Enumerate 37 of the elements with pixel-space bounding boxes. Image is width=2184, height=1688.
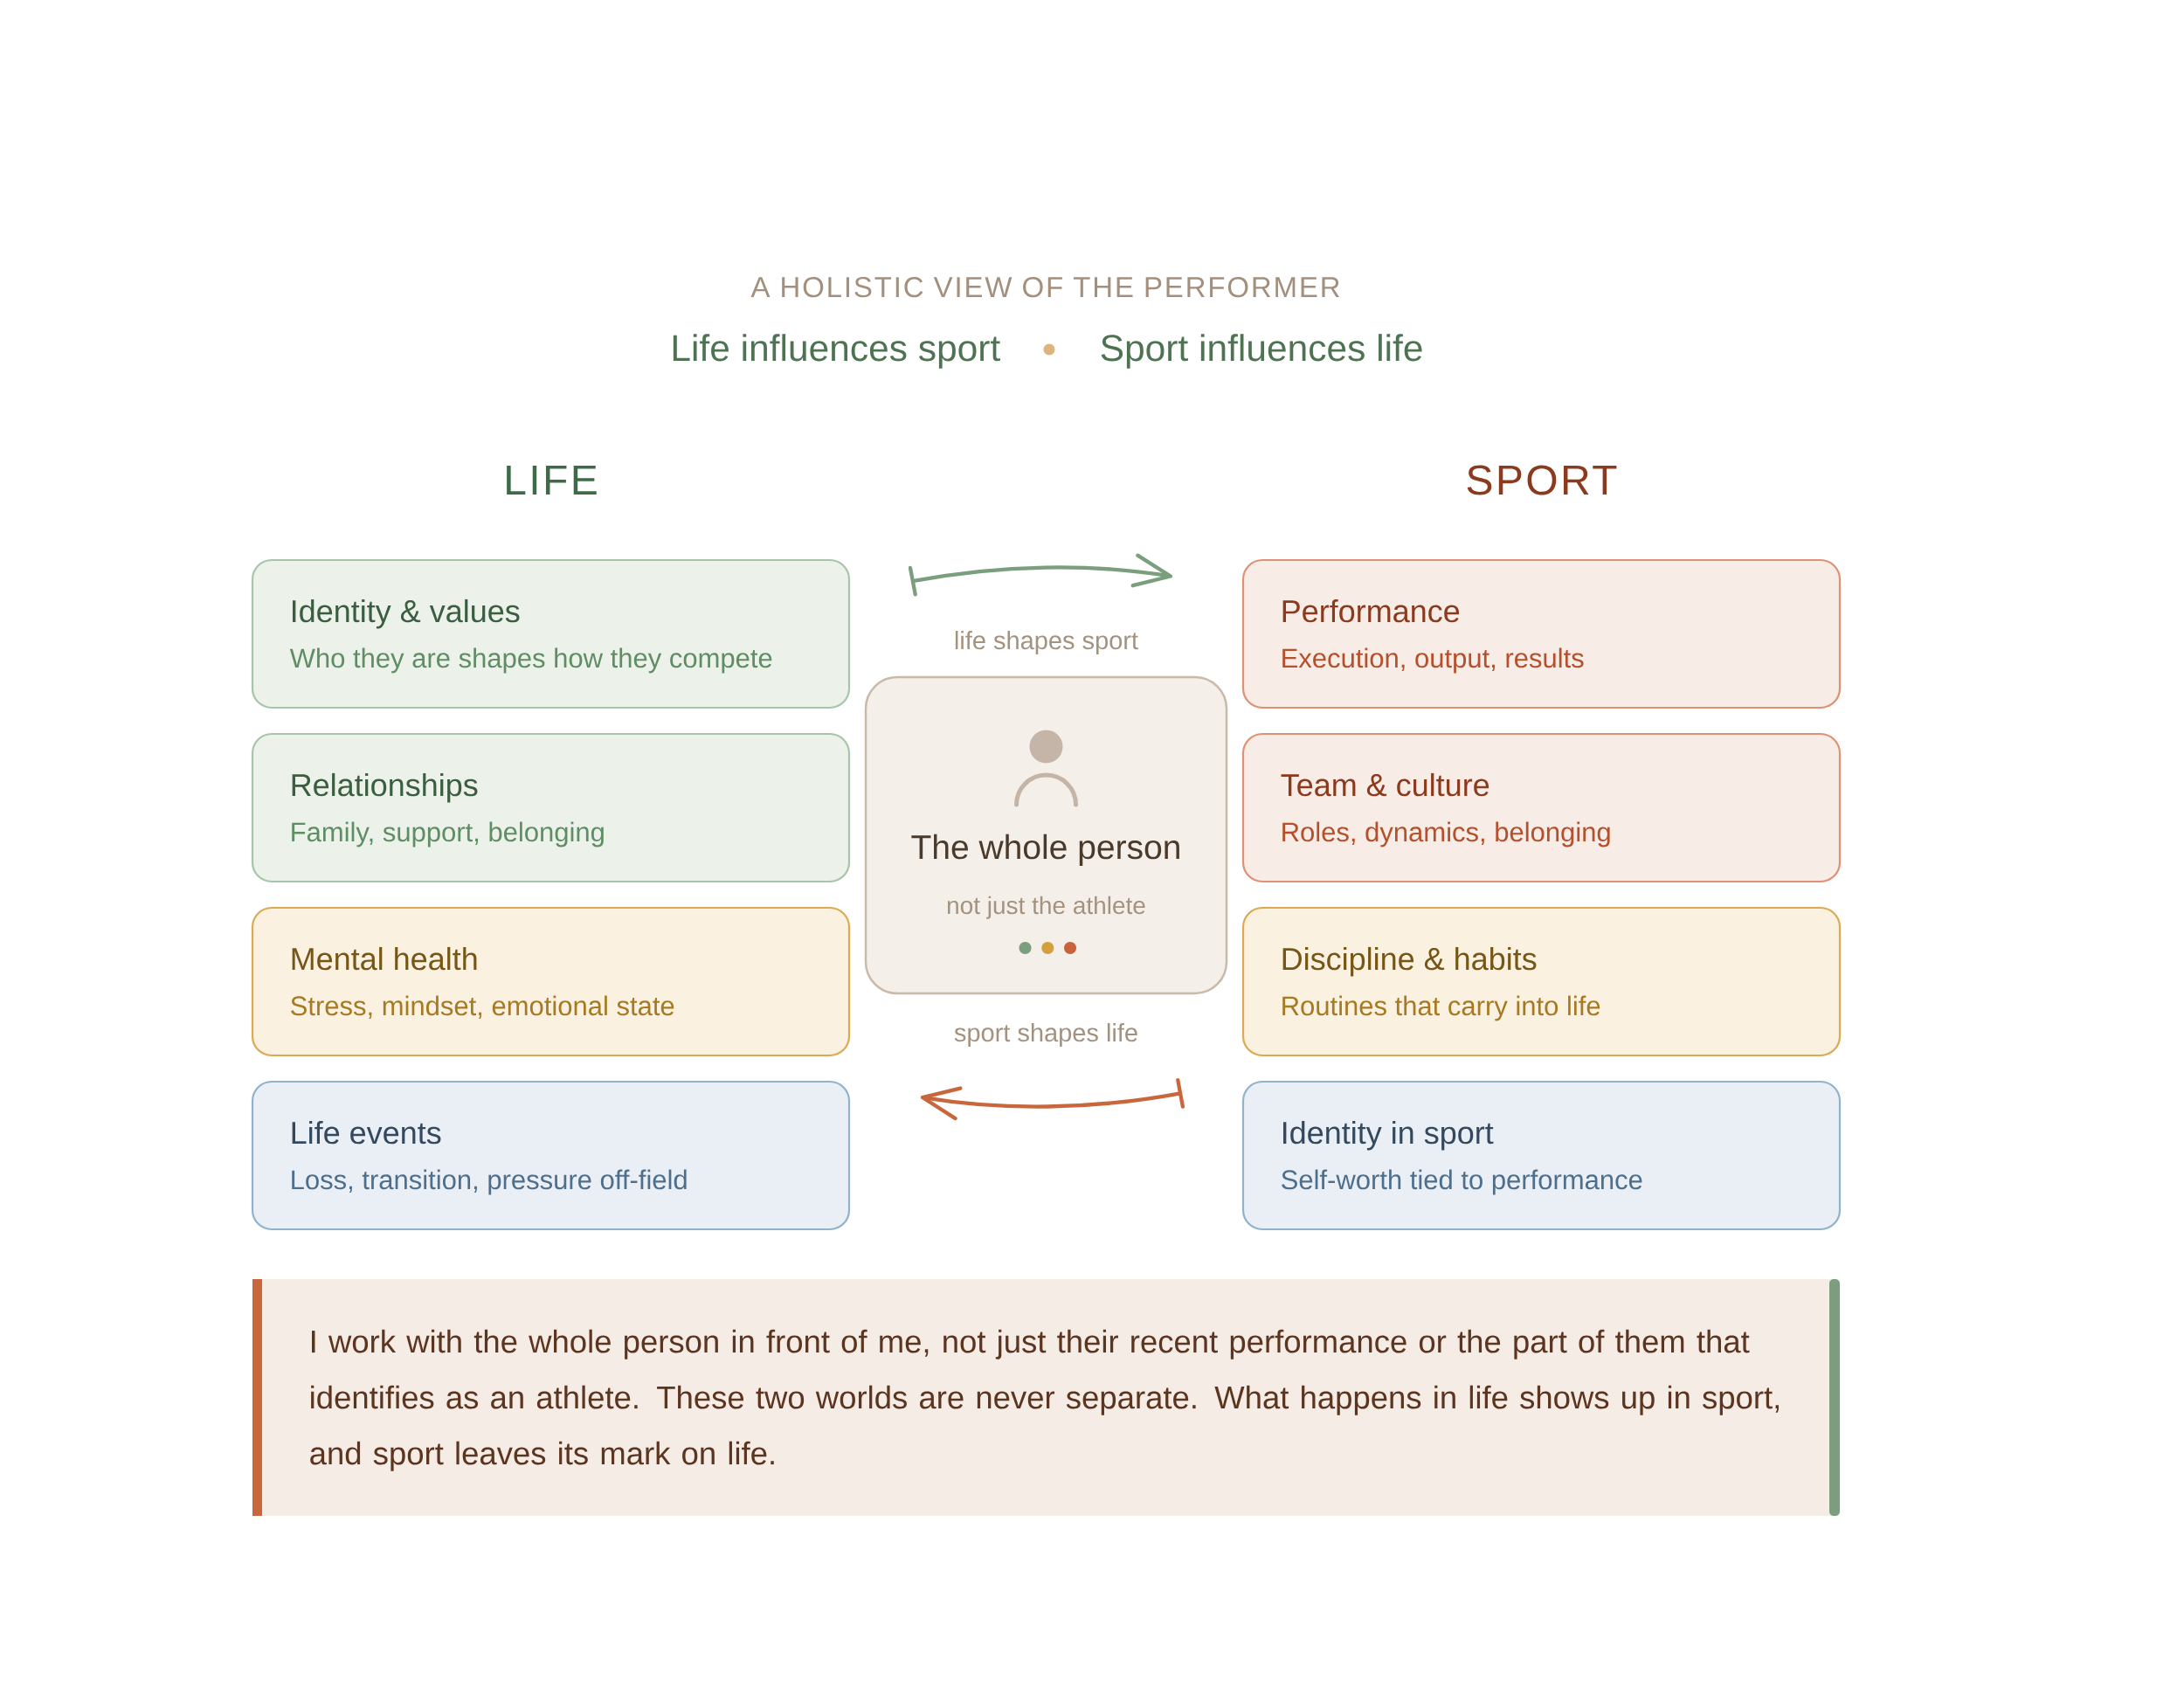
column-heading: LIFE	[507, 465, 597, 495]
card-description: Self-worth tied to performance	[1282, 1169, 1642, 1195]
card-description: Roles, dynamics, belonging	[1282, 821, 1610, 847]
column-heading: SPORT	[1467, 465, 1617, 495]
card	[251, 1080, 851, 1231]
card-description: Family, support, belonging	[292, 821, 604, 847]
card	[1241, 906, 1842, 1057]
title: A HOLISTIC VIEW OF THE PERFORMER	[750, 276, 1339, 298]
card	[1241, 1080, 1842, 1231]
card-title: Relationships	[292, 772, 478, 803]
card-title: Performance	[1282, 598, 1460, 623]
card-title: Identity & values	[293, 598, 520, 629]
card	[251, 906, 851, 1057]
card-description: Execution, output, results	[1282, 647, 1584, 674]
card-title: Team & culture	[1281, 772, 1489, 797]
card-title: Mental health	[292, 946, 477, 971]
card	[251, 732, 851, 883]
subtitle: Life influences sport	[673, 334, 1000, 369]
card-description: Loss, transition, pressure off-field	[292, 1169, 687, 1195]
card-title: The whole person	[911, 834, 1179, 867]
card-description: Who they are shapes how they compete	[289, 647, 772, 674]
card-title: Life events	[292, 1120, 441, 1145]
center-card	[864, 675, 1228, 995]
card	[1241, 732, 1842, 883]
card-title: Identity in sport	[1283, 1120, 1494, 1151]
subtitle: Sport influences life	[1101, 334, 1422, 369]
card-description: not just the athlete	[948, 896, 1145, 919]
card	[1241, 558, 1842, 709]
quote-box: I work with the whole person in front of me, not just their recent performance or the part of them that identifies as an athlete. These two worlds are never separate. What happens in life shows up in sport, and sport leaves its mark on life.	[252, 1279, 1840, 1516]
arrow	[920, 1077, 1185, 1121]
arrow	[908, 553, 1173, 597]
edge-label: sport shapes life	[954, 1023, 1137, 1047]
card-description: Routines that carry into life	[1282, 995, 1600, 1021]
card-title: Discipline & habits	[1282, 946, 1537, 977]
card	[251, 558, 851, 709]
edge-label: life shapes sport	[955, 631, 1138, 654]
card-description: Stress, mindset, emotional state	[291, 995, 674, 1019]
